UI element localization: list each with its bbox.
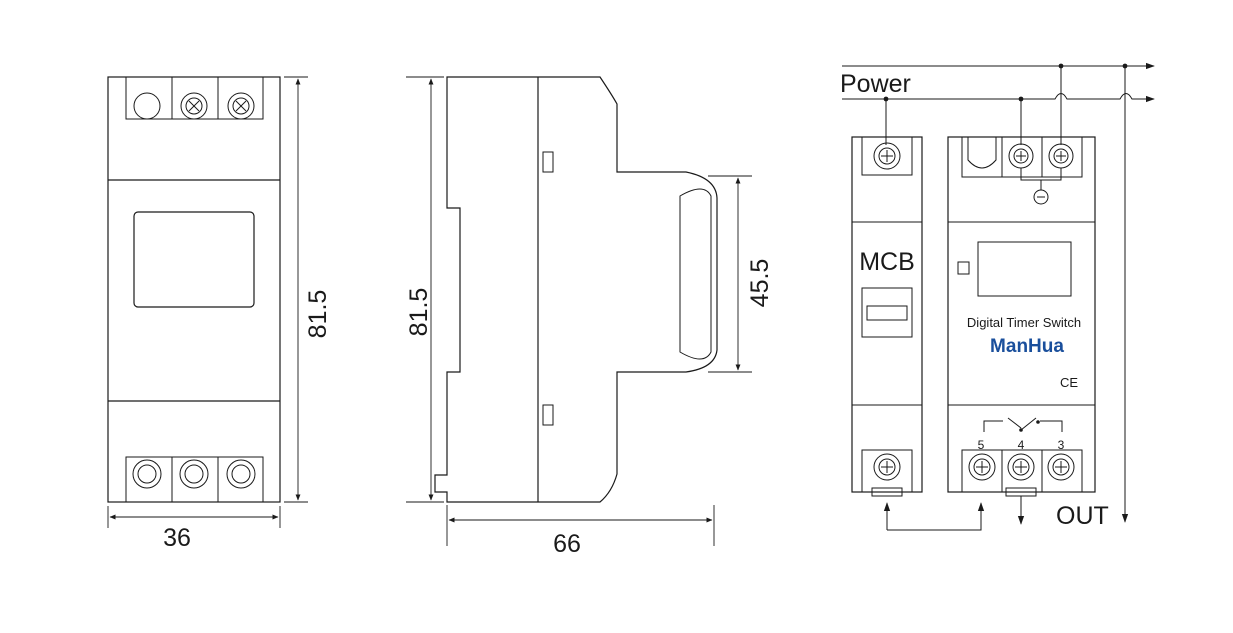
mcb-module <box>851 136 923 497</box>
timer-brand: ManHua <box>990 336 1064 357</box>
timer-device-name: Digital Timer Switch <box>967 315 1081 330</box>
wiring-diagram: Power MCB <box>840 62 1155 531</box>
front-view: 36 81.5 <box>107 76 332 552</box>
side-depth-dimension <box>446 505 715 546</box>
side-front-height-label: 45.5 <box>746 259 774 308</box>
power-line-bottom <box>842 93 1155 103</box>
side-clip-bottom <box>542 404 554 426</box>
side-height-label: 81.5 <box>405 288 433 337</box>
side-height-dimension <box>406 76 444 503</box>
side-front-height-dimension <box>708 175 752 373</box>
front-top-terminals <box>125 76 264 120</box>
front-width-dimension <box>107 506 281 528</box>
terminal-3-label: 3 <box>1058 438 1065 452</box>
ce-mark: CE <box>1060 375 1078 390</box>
front-display-window <box>133 211 255 308</box>
wire-mcb-to-timer <box>887 502 985 531</box>
front-width-label: 36 <box>163 524 191 552</box>
power-label: Power <box>840 70 911 98</box>
front-height-dimension <box>284 76 308 503</box>
side-clip-top <box>542 151 554 173</box>
timer-module <box>947 136 1096 497</box>
out-label: OUT <box>1056 502 1109 530</box>
side-depth-label: 66 <box>553 530 581 558</box>
mcb-label: MCB <box>859 248 915 276</box>
terminal-4-label: 4 <box>1018 438 1025 452</box>
terminal-5-label: 5 <box>978 438 985 452</box>
side-body-outline <box>434 76 718 503</box>
side-front-face <box>679 188 712 360</box>
front-bottom-terminals <box>125 456 264 503</box>
front-height-label: 81.5 <box>304 290 332 339</box>
side-view: 81.5 66 45.5 <box>405 76 774 558</box>
